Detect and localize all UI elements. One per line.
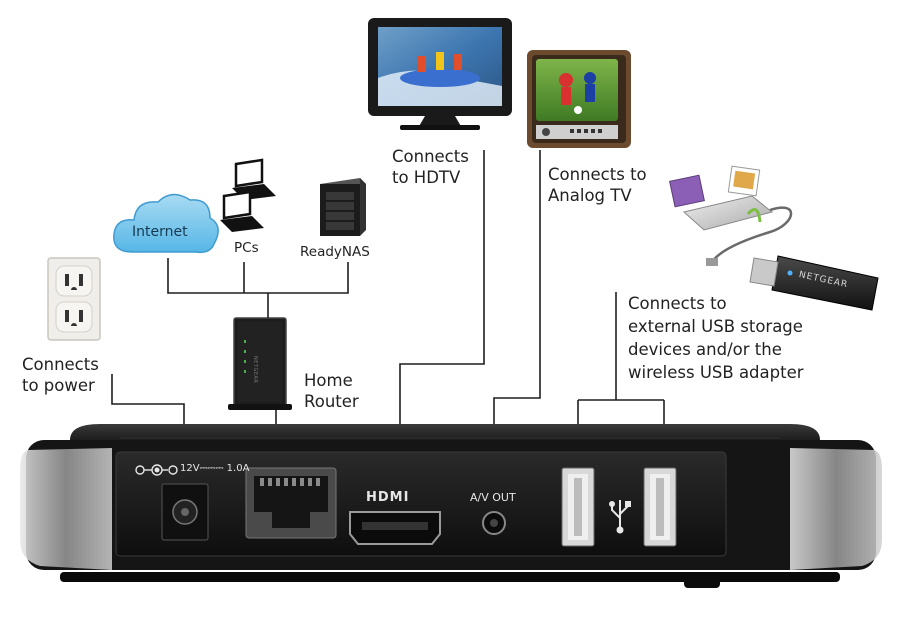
hdtv-callout-line2: to HDTV bbox=[392, 168, 461, 187]
readynas-icon bbox=[320, 178, 366, 236]
analog-callout: Connects to Analog TV bbox=[548, 164, 647, 206]
internet-label: Internet bbox=[132, 224, 188, 240]
av-out-label: A/V OUT bbox=[470, 491, 516, 504]
power-callout-line1: Connects bbox=[22, 355, 99, 374]
hdtv-callout: Connects to HDTV bbox=[392, 146, 469, 188]
media-player-device bbox=[20, 424, 882, 588]
router-brand-label: NETGEAR bbox=[252, 356, 258, 384]
hdtv-callout-line1: Connects bbox=[392, 147, 469, 166]
pcs-laptops-icon bbox=[220, 158, 276, 232]
power-outlet-icon bbox=[47, 257, 101, 341]
analog-tv-icon bbox=[527, 50, 631, 148]
router-label: Home Router bbox=[304, 370, 359, 412]
power-callout-line2: to power bbox=[22, 376, 95, 395]
home-router-icon bbox=[228, 317, 292, 410]
usb-callout-line2: external USB storage bbox=[628, 317, 803, 336]
power-callout: Connects to power bbox=[22, 354, 99, 396]
usb-callout: Connects to external USB storage devices… bbox=[628, 292, 804, 384]
usb-callout-line4: wireless USB adapter bbox=[628, 363, 804, 382]
analog-callout-line2: Analog TV bbox=[548, 186, 632, 205]
usb-symbol-icon bbox=[609, 500, 631, 534]
internet-cloud-icon bbox=[113, 193, 219, 254]
hdmi-label: HDMI bbox=[366, 490, 410, 505]
power-polarity-icon bbox=[135, 464, 178, 476]
usb-callout-line1: Connects to bbox=[628, 294, 727, 313]
power-spec-label: 12V⎓⎓⎓ 1.0A bbox=[180, 463, 250, 474]
hdtv-icon bbox=[368, 18, 512, 130]
usb-storage-media-icon bbox=[669, 165, 793, 266]
router-label-line1: Home bbox=[304, 371, 353, 390]
wireless-usb-adapter-icon bbox=[749, 255, 879, 311]
usb-callout-line3: devices and/or the bbox=[628, 340, 782, 359]
analog-callout-line1: Connects to bbox=[548, 165, 647, 184]
pcs-label: PCs bbox=[234, 240, 259, 256]
readynas-label: ReadyNAS bbox=[300, 244, 370, 260]
router-label-line2: Router bbox=[304, 392, 359, 411]
